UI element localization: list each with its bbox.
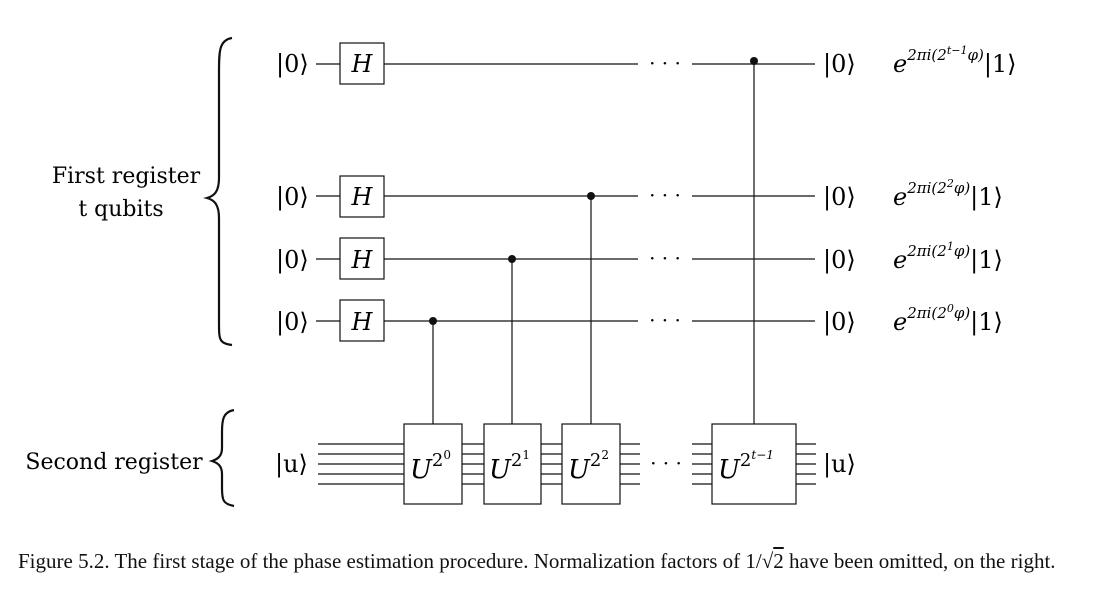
hadamard-gate-label: H (351, 183, 374, 211)
second-register-input-ket: |u⟩ (275, 450, 308, 479)
hadamard-gate-label: H (351, 246, 374, 274)
hadamard-gate-label: H (351, 50, 374, 78)
control-dots (429, 57, 758, 325)
u-gate-label: U21 (489, 448, 530, 485)
figure-caption: Figure 5.2. The first stage of the phase… (18, 549, 1056, 573)
qubit-output-ket: |0⟩ (823, 246, 856, 275)
u-gate-label: U2t−1 (718, 448, 774, 485)
wire-ellipsis: · · · (649, 51, 681, 75)
hadamard-gates (339, 42, 385, 342)
sqrt-symbol: √ (761, 549, 774, 573)
control-lines (432, 61, 755, 424)
second-register-label: Second register (25, 450, 203, 475)
qubit-input-ket: |0⟩ (276, 246, 309, 275)
first-register-brace (203, 36, 233, 347)
first-register-label: First register (52, 164, 201, 189)
hadamard-gate-label: H (351, 308, 374, 336)
qubit-count-label: t qubits (78, 197, 163, 222)
qubit-input-ket: |0⟩ (276, 50, 309, 79)
controlled-u-gates (403, 423, 797, 505)
phase-output: e2πi(2t−1φ)|1⟩ (893, 44, 1017, 79)
bus-ellipsis: · · · (650, 451, 682, 475)
wire-ellipsis: · · · (649, 183, 681, 207)
u-gate-label: U20 (410, 448, 451, 485)
second-register-output-ket: |u⟩ (823, 450, 856, 479)
phase-output: e2πi(22φ)|1⟩ (893, 177, 1003, 212)
phase-output: e2πi(21φ)|1⟩ (893, 240, 1003, 275)
phase-output: e2πi(20φ)|1⟩ (893, 302, 1003, 337)
qubit-input-ket: |0⟩ (276, 183, 309, 212)
wire-ellipsis: · · · (649, 308, 681, 332)
qubit-input-ket: |0⟩ (276, 308, 309, 337)
u-gate-label: U22 (568, 448, 609, 485)
qubit-wires (316, 63, 815, 322)
sqrt-argument: 2 (773, 549, 784, 573)
wire-ellipsis: · · · (649, 246, 681, 270)
second-register-brace (208, 408, 235, 508)
phase-estimation-circuit: First register t qubits Second register … (25, 36, 1017, 508)
second-register-bus (318, 443, 816, 485)
qubit-output-ket: |0⟩ (823, 308, 856, 337)
qubit-output-ket: |0⟩ (823, 183, 856, 212)
qubit-output-ket: |0⟩ (823, 50, 856, 79)
